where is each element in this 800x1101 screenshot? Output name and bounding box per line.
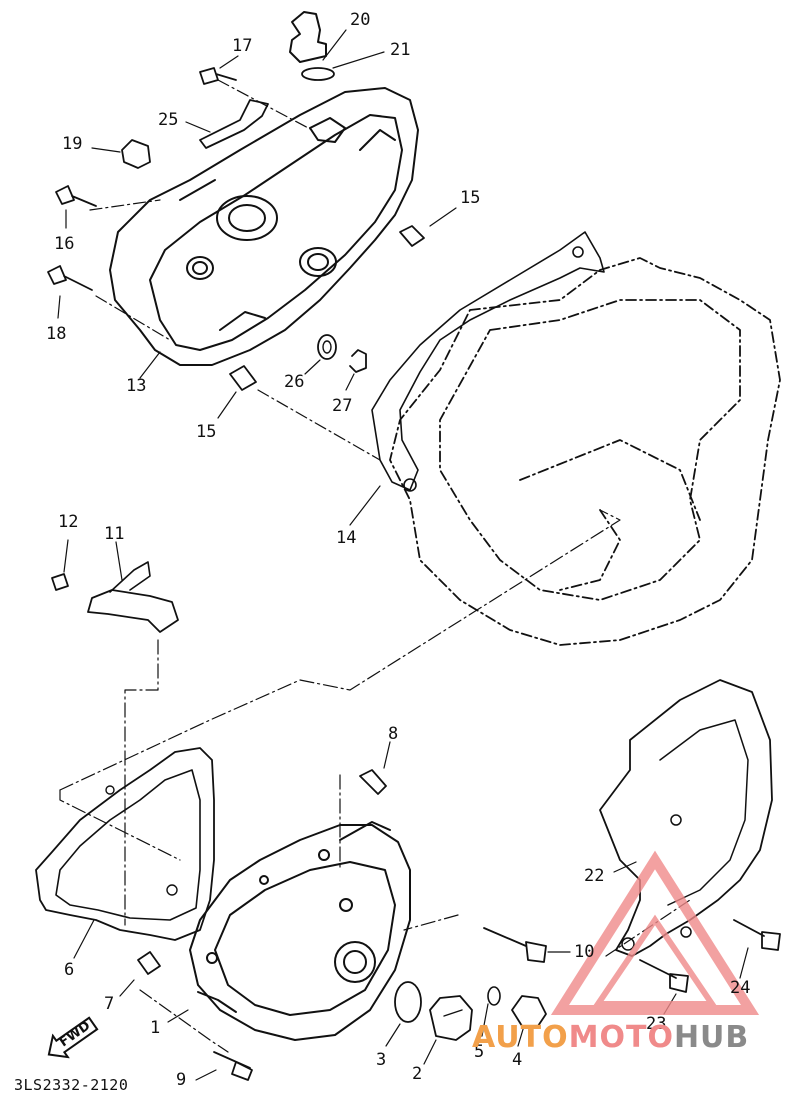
bolt-24 bbox=[733, 919, 781, 951]
bolt-18 bbox=[47, 265, 93, 291]
callout-26: 26 bbox=[284, 372, 305, 392]
callout-19: 19 bbox=[62, 134, 83, 154]
collar-15-upper bbox=[399, 225, 425, 247]
callout-2: 2 bbox=[412, 1064, 423, 1084]
watermark-triangle bbox=[550, 850, 760, 1015]
callout-23: 23 bbox=[646, 1014, 667, 1034]
sprocket-cover-22 bbox=[599, 679, 773, 957]
callout-8: 8 bbox=[388, 724, 399, 744]
callout-18: 18 bbox=[46, 324, 67, 344]
callout-21: 21 bbox=[390, 40, 411, 60]
bolt-16 bbox=[55, 185, 97, 207]
callout-5: 5 bbox=[474, 1042, 485, 1062]
bolt-17 bbox=[199, 67, 237, 85]
gasket-14 bbox=[371, 231, 605, 491]
watermark-part-3: HUB bbox=[673, 1020, 750, 1055]
plug-19 bbox=[121, 139, 151, 169]
bolt-10 bbox=[483, 927, 547, 963]
callout-17: 17 bbox=[232, 36, 253, 56]
watermark-text: AUTOMOTOHUB bbox=[472, 1020, 749, 1055]
crankcase-cover-13 bbox=[109, 87, 419, 366]
callout-12: 12 bbox=[58, 512, 79, 532]
callout-6: 6 bbox=[64, 960, 75, 980]
watermark-part-2: MOTO bbox=[568, 1020, 674, 1055]
crankcase-cover-1 bbox=[189, 821, 411, 1041]
callout-9: 9 bbox=[176, 1070, 187, 1090]
callout-11: 11 bbox=[104, 524, 125, 544]
callout-1: 1 bbox=[150, 1018, 161, 1038]
o-ring-21 bbox=[301, 67, 335, 81]
bolt-9 bbox=[213, 1051, 253, 1081]
gasket-6 bbox=[35, 747, 215, 941]
callout-4: 4 bbox=[512, 1050, 523, 1070]
dowel-7 bbox=[137, 951, 161, 975]
bolt-8 bbox=[359, 769, 387, 795]
filler-cap-20 bbox=[289, 11, 327, 63]
callout-3: 3 bbox=[376, 1050, 387, 1070]
watermark-part-1: AUTO bbox=[472, 1020, 569, 1055]
callout-16: 16 bbox=[54, 234, 75, 254]
callout-13: 13 bbox=[126, 376, 147, 396]
engine-block-outline bbox=[389, 257, 781, 646]
oil-seal-26 bbox=[317, 334, 337, 360]
collar-15-lower bbox=[229, 365, 257, 391]
callout-7: 7 bbox=[104, 994, 115, 1014]
o-ring-5 bbox=[487, 986, 501, 1006]
circlip-27 bbox=[349, 349, 367, 373]
callout-25: 25 bbox=[158, 110, 179, 130]
plug-4 bbox=[511, 995, 547, 1027]
bolt-23 bbox=[639, 959, 689, 993]
forward-arrow-icon: FWD bbox=[39, 1010, 104, 1068]
o-ring-3 bbox=[394, 981, 422, 1023]
callout-22: 22 bbox=[584, 866, 605, 886]
callout-27: 27 bbox=[332, 396, 353, 416]
callout-20: 20 bbox=[350, 10, 371, 30]
callout-15-lower: 15 bbox=[196, 422, 217, 442]
screw-12 bbox=[51, 573, 69, 591]
callout-14: 14 bbox=[336, 528, 357, 548]
callout-15-upper: 15 bbox=[460, 188, 481, 208]
diagram-code: 3LS2332-2120 bbox=[14, 1076, 129, 1094]
callout-24: 24 bbox=[730, 978, 751, 998]
clamp-25 bbox=[199, 99, 269, 149]
bracket-11 bbox=[87, 589, 179, 633]
callout-10: 10 bbox=[574, 942, 595, 962]
cap-2 bbox=[429, 995, 473, 1041]
